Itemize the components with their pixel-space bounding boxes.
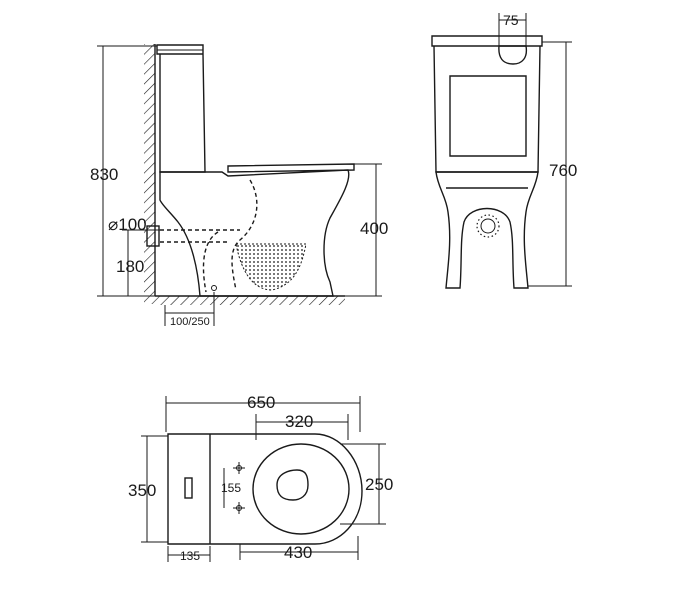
dim-cistern-offset-label: 135: [180, 549, 200, 563]
dim-height-label: 830: [90, 165, 118, 184]
top-outline: [167, 433, 363, 545]
dim-wall-offset-label: 100/250: [170, 316, 210, 328]
outlet-circle: [480, 218, 496, 234]
dim-outlet-diameter-label: ⌀100: [108, 215, 147, 234]
cistern-inner-panel: [449, 75, 527, 157]
water-surface: [235, 243, 307, 291]
flush-button-top: [184, 477, 193, 499]
side-view: 830 ⌀100 180 400 100/250: [90, 44, 388, 328]
front-view: 75 760: [431, 12, 577, 289]
seat-outline: [227, 163, 355, 173]
dim-rim-height-label: 400: [360, 219, 388, 238]
outlet-hidden-circle: [476, 214, 500, 238]
outlet-pipe: [146, 225, 160, 247]
dim-outlet-height-label: 180: [116, 257, 144, 276]
bowl-outline: [159, 169, 350, 297]
dim-bowl-length-label: 430: [284, 543, 312, 562]
trap-hidden-line-2: [202, 231, 219, 293]
dim-width-label: 350: [128, 481, 156, 500]
floor-hatch: [155, 296, 345, 305]
flush-button-cutout: [498, 45, 528, 65]
fixing-hole-bottom: [233, 502, 245, 514]
trap-outlet-hidden: [160, 229, 240, 243]
trap-hidden-line: [231, 179, 258, 291]
dim-seat-width-label: 250: [365, 475, 393, 494]
dim-button-label: 75: [503, 12, 519, 28]
dim-seat-length-label: 320: [285, 412, 313, 431]
fixing-point: [211, 285, 217, 291]
fixing-hole-top: [233, 462, 245, 474]
dim-front-height-label: 760: [549, 161, 577, 180]
dim-fixing-spacing-label: 155: [221, 481, 241, 495]
seat-opening: [252, 443, 350, 535]
dim-length-label: 650: [247, 393, 275, 412]
bowl-opening: [276, 469, 309, 501]
cistern-outline: [156, 44, 206, 173]
top-view: 155 650 320 350 250 135 430: [128, 393, 393, 563]
wall-hatch: [144, 44, 155, 304]
pedestal-outline: [435, 171, 539, 289]
